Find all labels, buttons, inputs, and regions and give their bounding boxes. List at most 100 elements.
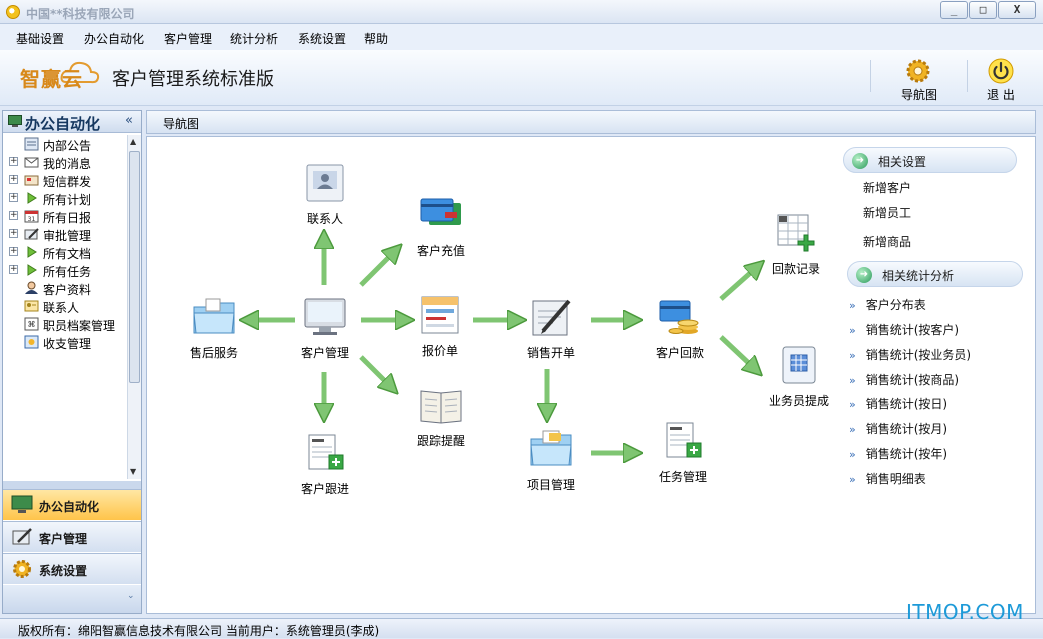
expand-icon[interactable]: +: [9, 228, 18, 238]
tree-item-label: 审批管理: [43, 229, 92, 243]
menu-system-settings[interactable]: 系统设置: [298, 32, 347, 46]
menu-customer-management[interactable]: 客户管理: [164, 32, 213, 46]
exit-button[interactable]: 退 出: [966, 54, 1036, 102]
node-order[interactable]: 销售开单: [506, 297, 596, 361]
exit-label: 退 出: [987, 88, 1015, 102]
related-stats-title: 相关统计分析: [882, 269, 955, 283]
tree-item-label: 所有任务: [43, 265, 92, 279]
tree-item-sms[interactable]: + 短信群发: [3, 171, 127, 189]
scroll-thumb[interactable]: [129, 151, 140, 383]
node-payment[interactable]: 客户回款: [635, 297, 725, 361]
tree-item-all-documents[interactable]: + 所有文档: [3, 243, 127, 261]
node-aftersale[interactable]: 售后服务: [169, 297, 259, 361]
gear-icon: [13, 560, 31, 578]
related-stats-header: ➜ 相关统计分析: [847, 261, 1023, 287]
node-task[interactable]: 任务管理: [638, 421, 728, 485]
power-icon: [988, 58, 1014, 84]
grid-add-icon: [777, 214, 815, 252]
monitor-icon: [8, 115, 22, 127]
node-label: 联系人: [306, 212, 343, 226]
main-tab-bar: 导航图: [146, 110, 1036, 134]
scroll-up-icon[interactable]: ▲: [130, 137, 137, 146]
arrow-customer-to-track: [359, 355, 391, 387]
link-sales-by-customer[interactable]: »销售统计(按客户): [849, 321, 959, 338]
tab-nav-map[interactable]: 导航图: [163, 117, 200, 131]
tree-item-all-tasks[interactable]: + 所有任务: [3, 261, 127, 279]
node-recharge[interactable]: 客户充值: [396, 195, 486, 259]
scroll-down-icon[interactable]: ▼: [130, 467, 137, 476]
tree-item-staff-files[interactable]: ⌘ 职员档案管理: [3, 315, 127, 333]
splitter-grip[interactable]: [3, 481, 141, 489]
tree-item-internal-notice[interactable]: 内部公告: [3, 135, 127, 153]
node-quote[interactable]: 报价单: [395, 295, 485, 359]
tree-item-customer-info[interactable]: 客户资料: [3, 279, 127, 297]
expand-icon[interactable]: +: [9, 246, 18, 256]
link-sales-detail[interactable]: »销售明细表: [849, 470, 926, 487]
node-track-remind[interactable]: 跟踪提醒: [396, 385, 486, 449]
close-button[interactable]: X: [998, 1, 1036, 19]
link-sales-by-year[interactable]: »销售统计(按年): [849, 445, 947, 462]
tree-scrollbar[interactable]: ▲ ▼: [127, 135, 141, 479]
node-project[interactable]: 项目管理: [506, 429, 596, 493]
node-label: 项目管理: [526, 478, 575, 492]
link-customer-distribution[interactable]: »客户分布表: [849, 296, 926, 313]
nav-label: 客户管理: [39, 532, 88, 546]
link-label: 销售统计(按月): [865, 422, 948, 436]
arrow-circle-icon: ➜: [852, 153, 868, 169]
logo-text: 智赢云: [20, 67, 83, 91]
node-customer[interactable]: 客户管理: [280, 297, 370, 361]
expand-icon[interactable]: +: [9, 210, 18, 220]
node-follow[interactable]: 客户跟进: [280, 433, 370, 497]
node-commission[interactable]: 业务员提成: [754, 345, 844, 409]
link-sales-by-product[interactable]: »销售统计(按商品): [849, 371, 959, 388]
nav-office-automation[interactable]: 办公自动化: [3, 489, 141, 520]
watermark: ITMOP.COM: [906, 600, 1024, 624]
link-add-employee[interactable]: 新增员工: [863, 206, 912, 220]
tree-item-label: 收支管理: [43, 337, 92, 351]
play-arrow-icon: [27, 246, 37, 258]
minimize-button[interactable]: _: [940, 1, 968, 19]
nav-map-button[interactable]: 导航图: [884, 54, 954, 102]
tree-item-label: 内部公告: [43, 139, 92, 153]
more-icon[interactable]: ⌄: [127, 591, 135, 601]
tree-item-label: 我的消息: [43, 157, 92, 171]
menu-help[interactable]: 帮助: [364, 32, 389, 46]
expand-icon[interactable]: +: [9, 174, 18, 184]
tree-item-contacts[interactable]: 联系人: [3, 297, 127, 315]
node-refund-record[interactable]: 回款记录: [751, 213, 841, 277]
nav-system-settings[interactable]: 系统设置: [3, 553, 141, 584]
link-sales-by-salesperson[interactable]: »销售统计(按业务员): [849, 346, 971, 363]
link-add-customer[interactable]: 新增客户: [863, 181, 912, 195]
maximize-button[interactable]: □: [969, 1, 997, 19]
node-label: 业务员提成: [768, 394, 829, 408]
tree-item-label: 职员档案管理: [43, 319, 116, 333]
tree-item-all-plans[interactable]: + 所有计划: [3, 189, 127, 207]
link-sales-by-day[interactable]: »销售统计(按日): [849, 395, 947, 412]
toolbar-divider: [967, 60, 968, 92]
link-sales-by-month[interactable]: »销售统计(按月): [849, 420, 947, 437]
notice-icon: [24, 137, 39, 151]
chevron-right-icon: »: [849, 299, 856, 312]
node-label: 任务管理: [658, 470, 707, 484]
node-contact[interactable]: 联系人: [280, 163, 370, 227]
nav-customer-management[interactable]: 客户管理: [3, 521, 141, 552]
menu-basic-settings[interactable]: 基础设置: [16, 32, 65, 46]
arrow-circle-icon: ➜: [856, 267, 872, 283]
tree-item-approval[interactable]: + 审批管理: [3, 225, 127, 243]
menu-statistics[interactable]: 统计分析: [230, 32, 279, 46]
collapse-icon[interactable]: «: [125, 113, 133, 128]
svg-text:31: 31: [28, 216, 36, 223]
menu-office-automation[interactable]: 办公自动化: [84, 32, 145, 46]
expand-icon[interactable]: +: [9, 264, 18, 274]
tree-item-all-daily-reports[interactable]: + 31 所有日报: [3, 207, 127, 225]
tree-item-label: 所有日报: [43, 211, 92, 225]
chevron-right-icon: »: [849, 349, 856, 362]
svg-text:⌘: ⌘: [28, 320, 36, 329]
related-settings-title: 相关设置: [878, 155, 927, 169]
tree-item-finance[interactable]: 收支管理: [3, 333, 127, 351]
expand-icon[interactable]: +: [9, 192, 18, 202]
link-add-product[interactable]: 新增商品: [863, 235, 912, 249]
expand-icon[interactable]: +: [9, 156, 18, 166]
tree-item-my-messages[interactable]: + 我的消息: [3, 153, 127, 171]
chevron-right-icon: »: [849, 473, 856, 486]
